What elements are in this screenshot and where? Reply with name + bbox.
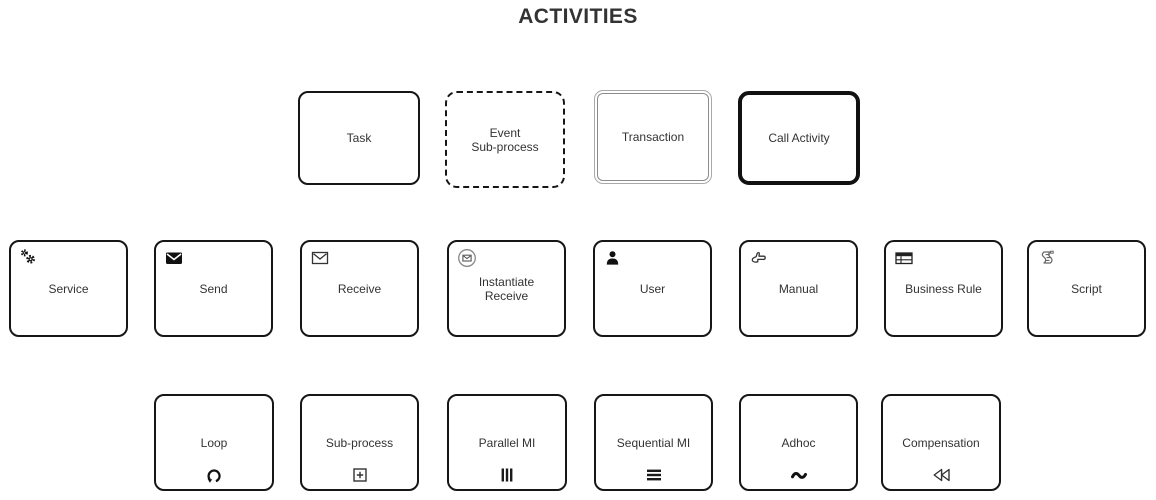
task-label: Task <box>346 131 372 145</box>
script-task-node[interactable]: Script <box>1027 240 1146 337</box>
business-rule-task-label: Business Rule <box>905 281 982 296</box>
receive-task-label: Receive <box>337 281 382 296</box>
page-title: ACTIVITIES <box>518 5 638 28</box>
business-rule-task-node[interactable]: Business Rule <box>884 240 1003 337</box>
subprocess-marker-label: Sub-process <box>325 435 394 450</box>
subprocess-marker-node[interactable]: Sub-process <box>300 394 419 491</box>
instantiate-receive-task-node[interactable]: Instantiate Receive <box>447 240 566 337</box>
tilde-icon <box>789 465 809 485</box>
call-activity-label: Call Activity <box>768 131 830 145</box>
person-icon <box>603 248 623 268</box>
sequential-mi-marker-label: Sequential MI <box>616 435 691 450</box>
table-icon <box>894 248 914 268</box>
send-task-node[interactable]: Send <box>154 240 273 337</box>
boxed-plus-icon <box>350 465 370 485</box>
scroll-icon <box>1037 248 1057 268</box>
sequential-mi-marker-node[interactable]: Sequential MI <box>594 394 713 491</box>
user-task-node[interactable]: User <box>593 240 712 337</box>
vertical-bars-icon <box>497 465 517 485</box>
call-activity-node[interactable]: Call Activity <box>738 91 860 185</box>
transaction-label: Transaction <box>621 130 685 144</box>
envelope-filled-icon <box>164 248 184 268</box>
send-task-label: Send <box>199 281 228 296</box>
adhoc-marker-node[interactable]: Adhoc <box>739 394 858 491</box>
envelope-in-circle-icon <box>457 248 477 268</box>
user-task-label: User <box>639 281 666 296</box>
envelope-outline-icon <box>310 248 330 268</box>
manual-task-node[interactable]: Manual <box>739 240 858 337</box>
parallel-mi-marker-node[interactable]: Parallel MI <box>447 394 567 491</box>
compensation-marker-node[interactable]: Compensation <box>881 394 1001 491</box>
transaction-node[interactable]: Transaction <box>594 90 712 184</box>
event-subprocess-node[interactable]: Event Sub-process <box>445 91 565 188</box>
transaction-inner-border <box>597 93 709 181</box>
compensation-marker-label: Compensation <box>902 435 980 450</box>
instantiate-receive-task-label: Instantiate Receive <box>478 274 535 303</box>
service-task-node[interactable]: Service <box>9 240 128 337</box>
task-node[interactable]: Task <box>298 91 420 185</box>
loop-arrow-icon <box>204 465 224 485</box>
horizontal-bars-icon <box>644 465 664 485</box>
loop-marker-node[interactable]: Loop <box>154 394 274 491</box>
parallel-mi-marker-label: Parallel MI <box>478 435 536 450</box>
script-task-label: Script <box>1071 281 1102 296</box>
rewind-triangles-icon <box>931 465 951 485</box>
event-subprocess-label: Event Sub-process <box>471 125 539 154</box>
receive-task-node[interactable]: Receive <box>300 240 419 337</box>
loop-marker-label: Loop <box>200 435 228 450</box>
service-task-label: Service <box>48 281 89 296</box>
adhoc-marker-label: Adhoc <box>781 435 816 450</box>
gears-icon <box>19 248 39 268</box>
manual-task-label: Manual <box>778 281 819 296</box>
hand-icon <box>749 248 769 268</box>
